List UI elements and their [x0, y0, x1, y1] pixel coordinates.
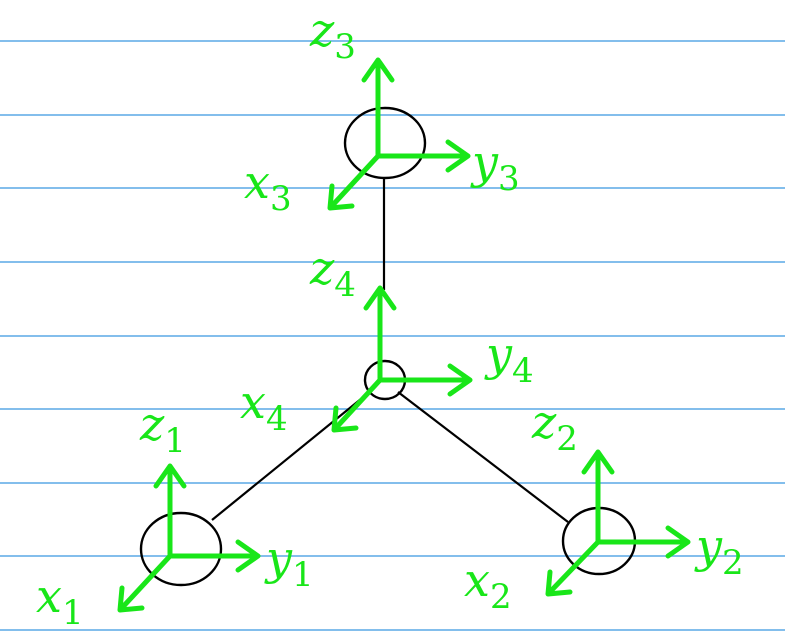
frame-2: z2 y2 x2	[464, 395, 744, 617]
joint-3-circle	[343, 106, 427, 180]
y4-axis-arrow	[377, 363, 473, 397]
frame-4: z4 y4 x4	[240, 241, 534, 439]
z2-label: z2	[531, 395, 578, 459]
x3-label: x3	[244, 155, 292, 219]
ruled-lines	[0, 40, 785, 631]
x2-axis-arrow	[545, 539, 601, 597]
x2-label: x2	[464, 553, 512, 617]
z3-label: z3	[309, 3, 356, 67]
z4-label: z4	[309, 241, 356, 305]
z1-axis-arrow	[153, 463, 187, 559]
y4-label: y4	[484, 327, 534, 391]
frame-3: z3 y3 x3	[244, 3, 520, 219]
x3-axis-arrow	[327, 153, 381, 211]
y2-axis-arrow	[595, 525, 691, 559]
frame-1: z1 y1 x1	[36, 397, 314, 633]
z4-axis-arrow	[363, 285, 397, 383]
z1-label: z1	[139, 397, 186, 461]
y3-label: y3	[470, 135, 520, 199]
link-4-2	[397, 391, 569, 523]
y2-label: y2	[694, 519, 744, 583]
x4-label: x4	[240, 375, 288, 439]
y1-axis-arrow	[167, 539, 261, 573]
joint-1-circle	[139, 511, 223, 587]
links	[211, 178, 569, 523]
z2-axis-arrow	[581, 449, 615, 545]
joints	[139, 106, 637, 587]
x1-axis-arrow	[117, 553, 173, 613]
x4-axis-arrow	[331, 377, 383, 433]
y3-axis-arrow	[375, 139, 471, 173]
z3-axis-arrow	[361, 57, 395, 159]
y1-label: y1	[264, 531, 314, 595]
x1-label: x1	[36, 569, 84, 633]
link-4-1	[211, 389, 373, 521]
